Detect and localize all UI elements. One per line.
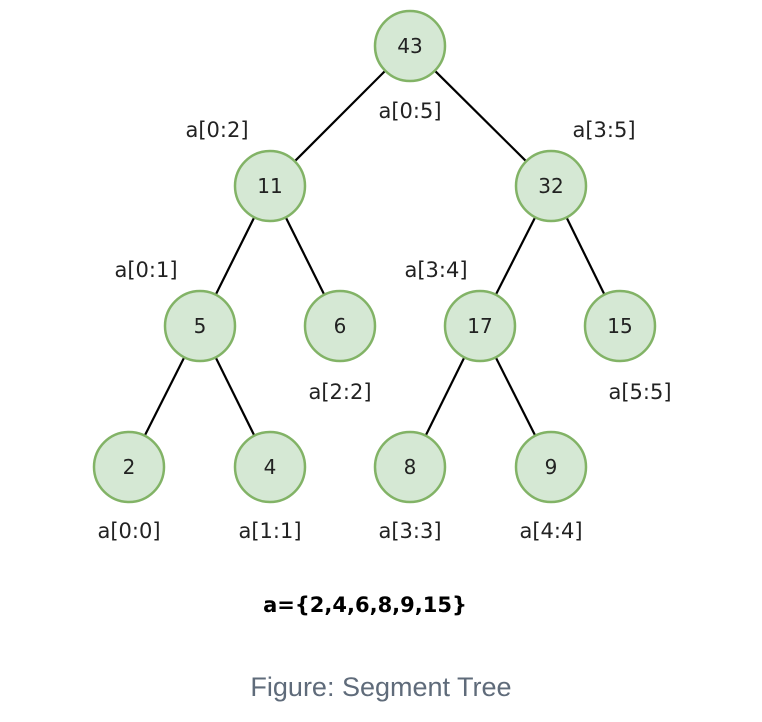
range-label-n1-1: a[1:1] bbox=[238, 519, 301, 543]
array-label: a={2,4,6,8,9,15} bbox=[263, 593, 467, 617]
edge-n0-5-to-n0-2 bbox=[293, 69, 387, 163]
edge-n0-1-to-n1-1 bbox=[214, 356, 256, 437]
node-value: 5 bbox=[194, 314, 207, 338]
tree-node-n0-2: 11 bbox=[233, 149, 307, 223]
tree-node-n1-1: 4 bbox=[233, 430, 307, 504]
node-circle bbox=[514, 430, 588, 504]
node-circle bbox=[233, 149, 307, 223]
tree-node-n3-4: 17 bbox=[443, 289, 517, 363]
node-circle bbox=[92, 430, 166, 504]
edge-n0-1-to-n0-0 bbox=[143, 356, 186, 437]
range-label-n3-5: a[3:5] bbox=[572, 118, 635, 142]
node-circle bbox=[373, 430, 447, 504]
node-value: 2 bbox=[123, 455, 136, 479]
range-label-n0-0: a[0:0] bbox=[97, 519, 160, 543]
node-value: 6 bbox=[334, 314, 347, 338]
tree-node-n3-3: 8 bbox=[373, 430, 447, 504]
range-labels: a[0:5] a[0:2] a[3:5] a[0:1] a[2:2] a[3:4] a[5:… bbox=[97, 99, 671, 543]
range-label-n3-3: a[3:3] bbox=[378, 519, 441, 543]
edge-n3-4-to-n3-3 bbox=[424, 356, 466, 437]
range-label-n0-5: a[0:5] bbox=[378, 99, 441, 123]
range-label-n0-2: a[0:2] bbox=[185, 118, 248, 142]
tree-node-n0-5: 43 bbox=[373, 9, 447, 83]
node-circle bbox=[514, 149, 588, 223]
node-circle bbox=[443, 289, 517, 363]
node-value: 9 bbox=[545, 455, 558, 479]
edge-n0-2-to-n0-1 bbox=[214, 216, 256, 296]
edge-n3-4-to-n4-4 bbox=[494, 356, 537, 437]
tree-node-n3-5: 32 bbox=[514, 149, 588, 223]
range-label-n4-4: a[4:4] bbox=[519, 519, 582, 543]
tree-node-n2-2: 6 bbox=[303, 289, 377, 363]
node-value: 17 bbox=[467, 314, 492, 338]
edge-n0-5-to-n3-5 bbox=[434, 69, 527, 163]
node-value: 11 bbox=[257, 174, 282, 198]
edge-n3-5-to-n5-5 bbox=[565, 216, 606, 296]
tree-node-n4-4: 9 bbox=[514, 430, 588, 504]
node-circle bbox=[583, 289, 657, 363]
range-label-n0-1: a[0:1] bbox=[114, 258, 177, 282]
figure-caption: Figure: Segment Tree bbox=[250, 672, 512, 702]
tree-node-n0-1: 5 bbox=[163, 289, 237, 363]
range-label-n5-5: a[5:5] bbox=[608, 380, 671, 404]
node-circle bbox=[373, 9, 447, 83]
range-label-n2-2: a[2:2] bbox=[308, 380, 371, 404]
node-circle bbox=[163, 289, 237, 363]
tree-nodes: 43 11 32 5 6 17 15 2 4 8 9 bbox=[92, 9, 657, 504]
node-value: 15 bbox=[607, 314, 632, 338]
node-value: 32 bbox=[538, 174, 563, 198]
edge-n0-2-to-n2-2 bbox=[284, 216, 326, 296]
node-value: 8 bbox=[404, 455, 417, 479]
tree-edges bbox=[143, 69, 606, 437]
node-circle bbox=[303, 289, 377, 363]
edge-n3-5-to-n3-4 bbox=[494, 216, 537, 296]
node-value: 4 bbox=[264, 455, 277, 479]
node-value: 43 bbox=[397, 34, 422, 58]
range-label-n3-4: a[3:4] bbox=[404, 258, 467, 282]
tree-node-n0-0: 2 bbox=[92, 430, 166, 504]
tree-node-n5-5: 15 bbox=[583, 289, 657, 363]
node-circle bbox=[233, 430, 307, 504]
